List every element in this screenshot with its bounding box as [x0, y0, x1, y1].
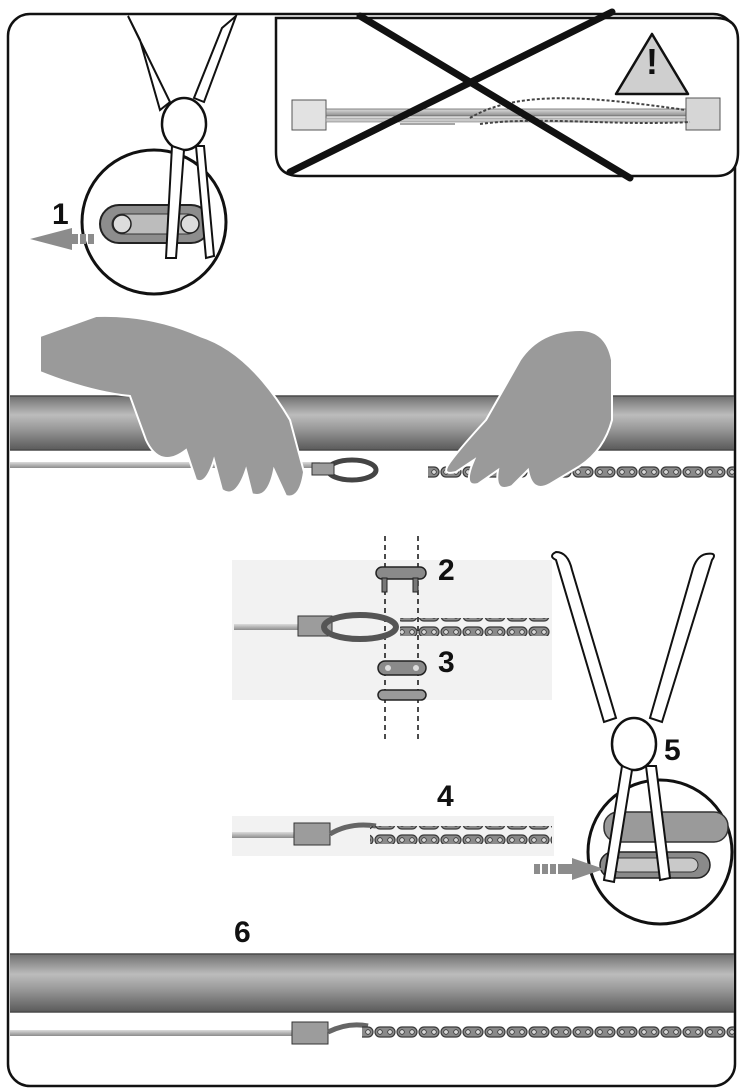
step4-assembled [232, 816, 554, 856]
pliers-icon-1 [127, 12, 239, 260]
warning-triangle-icon [614, 32, 690, 96]
insert-arrow-icon [534, 858, 604, 880]
step-2-label: 2 [438, 554, 455, 587]
step-5-label: 5 [664, 734, 681, 767]
right-hand-icon [445, 328, 613, 489]
chain-bottom [362, 1024, 734, 1042]
pliers-icon-5 [551, 550, 715, 884]
forbidden-cross-icon [286, 8, 634, 182]
warning-panel [274, 8, 740, 182]
rail-bottom [10, 953, 734, 1045]
warning-exclamation: ! [646, 41, 658, 82]
left-hand-icon [39, 314, 306, 498]
cable-assembly-image [291, 97, 721, 131]
step5-detail [534, 550, 734, 926]
outer-border [6, 12, 737, 1088]
step2-3-assembly [232, 536, 552, 742]
rail-top [10, 395, 734, 483]
step-1-label: 1 [52, 198, 69, 231]
step-3-label: 3 [438, 646, 455, 679]
step1-detail [30, 12, 239, 296]
remove-arrow-icon [30, 228, 94, 250]
step-4-label: 4 [437, 780, 454, 813]
step-6-label: 6 [234, 916, 251, 949]
